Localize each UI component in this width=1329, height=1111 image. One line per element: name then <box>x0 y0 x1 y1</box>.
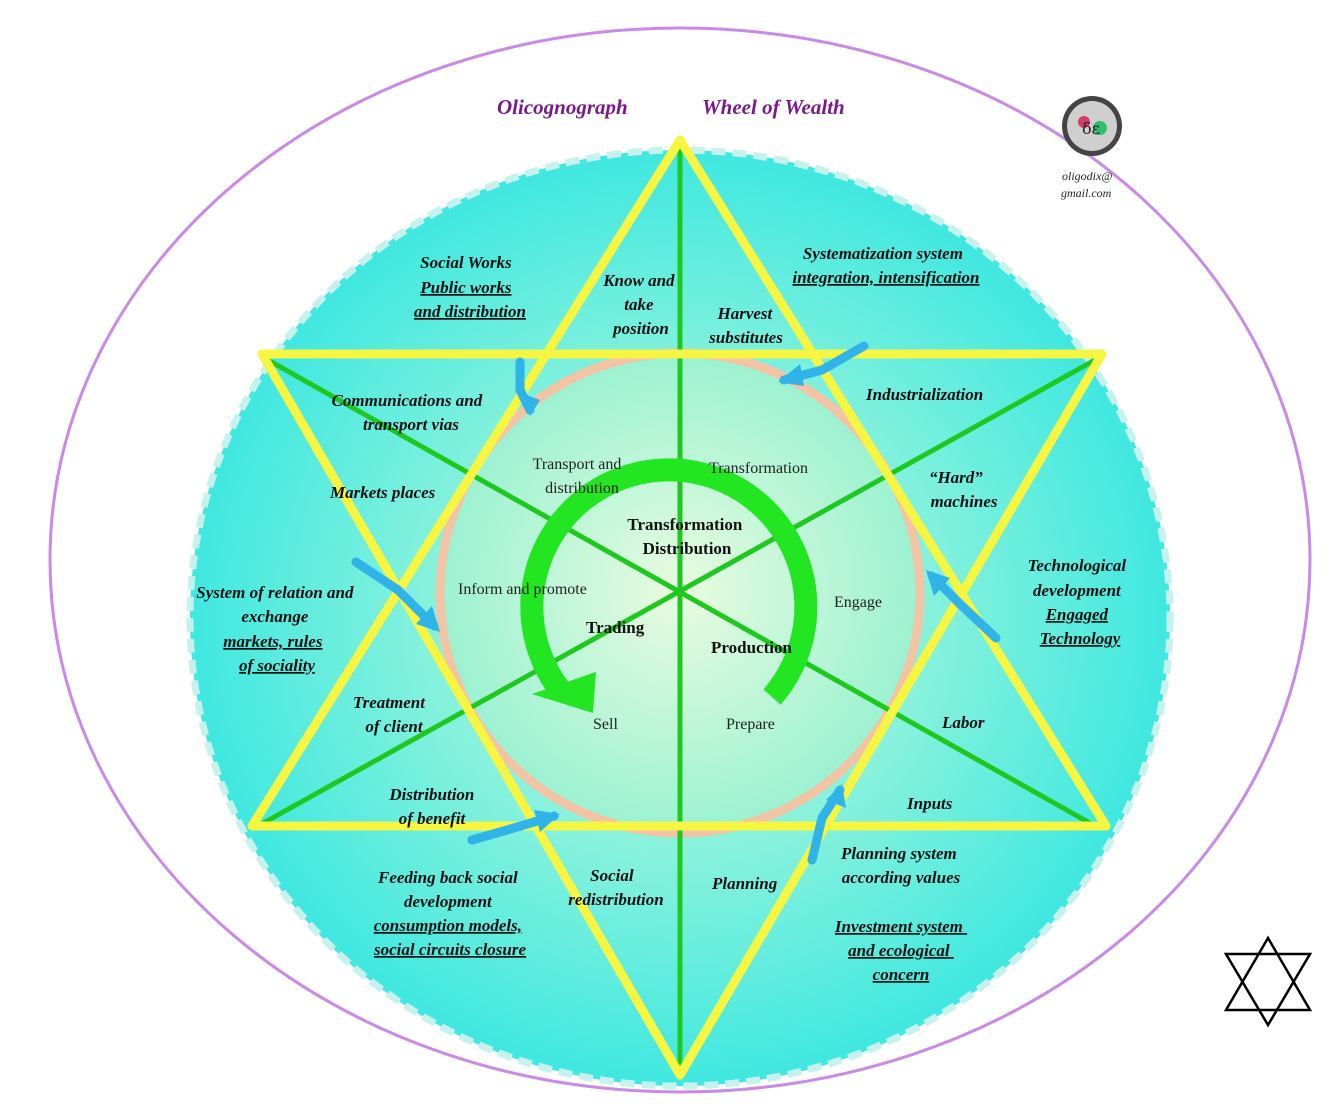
label-know-position: Know and take position <box>602 271 679 338</box>
title-wheel-of-wealth: Wheel of Wealth <box>702 95 845 119</box>
stage-transport: Transport and distribution <box>533 456 626 497</box>
label-investment: Investment system and ecological concern <box>834 917 967 984</box>
label-markets-places: Markets places <box>329 483 436 502</box>
stage-engage: Engage <box>834 594 882 611</box>
stage-transformation: Transformation <box>709 460 808 477</box>
label-treatment: Treatment of client <box>353 693 429 736</box>
core-trading: Trading <box>586 618 645 637</box>
label-communications: Communications and transport vias <box>332 391 487 434</box>
axis-lines <box>256 140 1097 1070</box>
label-social-works: Social Works Public works and distributi… <box>414 253 526 321</box>
cycle-arrowhead-icon <box>532 672 596 713</box>
label-industrialization: Industrialization <box>865 385 983 404</box>
core-transformation-distribution: Transformation Distribution <box>627 515 746 558</box>
star-of-david-icon <box>1223 935 1313 1028</box>
label-harvest: Harvest substitutes <box>708 304 783 347</box>
label-feeding-back: Feeding back social development consumpt… <box>373 868 527 959</box>
label-systematization: Systematization system integration, inte… <box>792 244 979 287</box>
label-technological: Technological development Engaged Techno… <box>1028 556 1131 648</box>
label-labor: Labor <box>941 713 985 732</box>
label-inputs: Inputs <box>906 794 953 813</box>
label-relation-exchange: System of relation and exchange markets,… <box>196 583 358 675</box>
label-distribution-benefit: Distribution of benefit <box>388 785 478 828</box>
contact-email-line2: gmail.com <box>1061 186 1112 200</box>
oligodix-logo-icon: δε <box>1062 96 1122 156</box>
stage-sell: Sell <box>593 716 618 733</box>
label-social-redistribution: Social redistribution <box>568 866 663 909</box>
star-outline <box>247 135 1111 1080</box>
stage-inform: Inform and promote <box>458 581 587 598</box>
label-planning: Planning <box>711 874 778 893</box>
cycle-arrow <box>520 458 818 705</box>
blue-arrowheads <box>416 364 950 832</box>
label-hard-machines: “Hard” machines <box>929 468 998 511</box>
stage-prepare: Prepare <box>726 716 775 733</box>
contact-email-line1: oligodix@ <box>1062 169 1112 183</box>
core-production: Production <box>711 638 792 657</box>
label-planning-system: Planning system according values <box>840 844 961 887</box>
title-olicognograph: Olicognograph <box>497 95 628 119</box>
svg-text:δε: δε <box>1082 119 1100 138</box>
